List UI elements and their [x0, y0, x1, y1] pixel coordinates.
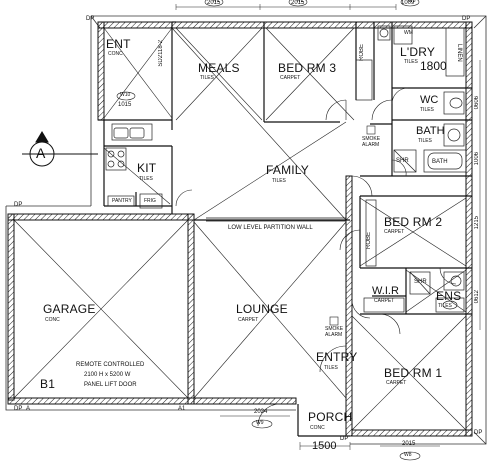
dp-label-3: DP — [14, 202, 23, 208]
dim-right-1: 0606 — [474, 96, 480, 110]
bath-tub-label: BATH — [432, 159, 448, 165]
fixtures — [105, 25, 467, 313]
shower-2-label: SHR — [414, 279, 427, 285]
room-wir-name: W.I.R — [372, 285, 399, 297]
window-w1: W1 — [212, 0, 220, 4]
dim-top-1: 2015 — [207, 0, 221, 6]
dim-right-2: 1006 — [474, 152, 480, 166]
room-ens-name: ENS — [436, 289, 462, 303]
a1-mark: A1 — [178, 406, 186, 412]
pantry-label: PANTRY — [112, 198, 132, 204]
room-porch-name: PORCH — [308, 410, 353, 424]
room-ent-name: ENT — [106, 37, 131, 51]
frig-label: FRIG — [144, 198, 156, 204]
window-marks — [192, 21, 473, 437]
dp-label-1: DP — [86, 16, 95, 22]
section-label: A — [36, 145, 46, 161]
window-w10: W10 — [120, 92, 131, 98]
room-lounge-finish: CARPET — [238, 317, 259, 323]
dim-right-4: 0612 — [474, 290, 480, 304]
robe-2-label: ROBE — [366, 232, 372, 250]
room-bath-finish: TILES — [418, 138, 432, 144]
room-crosses — [13, 27, 467, 431]
a-mark: A — [26, 406, 31, 412]
room-ens-finish: TILES — [438, 303, 452, 309]
window-w9: W9 — [256, 420, 264, 426]
smoke-alarm-1-line2: ALARM — [362, 142, 380, 148]
smoke-alarm-1-line1: SMOKE — [362, 136, 381, 142]
external-walls — [7, 21, 473, 437]
room-bed2-finish: CARPET — [384, 229, 405, 235]
ent-ref: SD2118-2 — [158, 40, 164, 67]
dimension-lines — [175, 4, 481, 450]
wm-label: WM — [404, 30, 413, 36]
dim-top-2: 2015 — [291, 0, 305, 6]
garage-door-note-2: 2100 H x 5200 W — [84, 372, 131, 378]
smoke-alarm-2-line2: ALARM — [325, 332, 343, 338]
room-lounge-name: LOUNGE — [236, 302, 288, 316]
room-kit-finish: TILES — [139, 176, 153, 182]
dim-bottom-1: 2024 — [254, 409, 268, 415]
room-bed1-finish: CARPET — [386, 380, 407, 386]
shower-1-label: SHR — [396, 158, 409, 164]
room-family-name: FAMILY — [266, 163, 309, 177]
dim-ent-window: 1015 — [118, 102, 132, 108]
room-bath-name: BATH — [416, 125, 445, 137]
dp-label-6: DP — [340, 436, 349, 442]
smoke-alarm-2-line1: SMOKE — [325, 326, 344, 332]
window-w3: W3 — [408, 0, 416, 4]
room-ldry-name: L'DRY — [400, 45, 436, 59]
room-bed2-name: BED RM 2 — [384, 215, 443, 229]
room-wc-finish: TILES — [420, 107, 434, 113]
room-garage-finish: CONC — [45, 317, 60, 323]
room-ldry-finish: TILES — [404, 59, 418, 65]
room-meals-name: MEALS — [198, 61, 240, 75]
room-bed3-name: BED RM 3 — [278, 61, 337, 75]
eaves-outline — [5, 15, 487, 445]
room-family-finish: TILES — [272, 178, 286, 184]
robe-1-label: ROBE — [359, 44, 365, 62]
section-marker — [22, 131, 98, 167]
room-wc-name: WC — [420, 94, 439, 106]
linen-label: LINEN — [456, 44, 462, 62]
room-entry-name: ENTRY — [316, 350, 358, 364]
dp-label-2: DP — [462, 16, 471, 22]
door-swings — [175, 87, 457, 427]
window-w2: W2 — [296, 0, 304, 4]
room-kit-name: KIT — [137, 161, 157, 175]
low-wall-note: LOW LEVEL PARTITION WALL — [228, 225, 313, 231]
garage-door-note-1: REMOTE CONTROLLED — [76, 362, 145, 368]
room-entry-finish: TILES — [324, 365, 338, 371]
dim-right-3: 1215 — [474, 216, 480, 230]
room-bed1-name: BED RM 1 — [384, 366, 443, 380]
garage-door-note-3: PANEL LIFT DOOR — [84, 382, 137, 388]
dim-bottom-3: 2015 — [402, 441, 416, 447]
low-partition — [206, 217, 346, 222]
room-garage-name: GARAGE — [43, 302, 96, 316]
dim-top-3: 1009 — [401, 0, 415, 6]
dim-bottom-2: 1500 — [312, 440, 337, 452]
room-ent-finish: CONC — [108, 51, 123, 57]
room-wir-finish: CARPET — [374, 298, 395, 304]
window-w8: W8 — [404, 452, 412, 458]
dp-label-4: DP — [14, 406, 23, 412]
room-meals-finish: TILES — [200, 75, 214, 81]
window-tags — [116, 0, 421, 461]
dim-ldry: 1800 — [420, 59, 447, 73]
room-porch-finish: CONC — [310, 425, 325, 431]
dp-label-5: DP — [474, 430, 483, 436]
garage-b1: B1 — [40, 377, 56, 391]
room-bed3-finish: CARPET — [280, 75, 301, 81]
